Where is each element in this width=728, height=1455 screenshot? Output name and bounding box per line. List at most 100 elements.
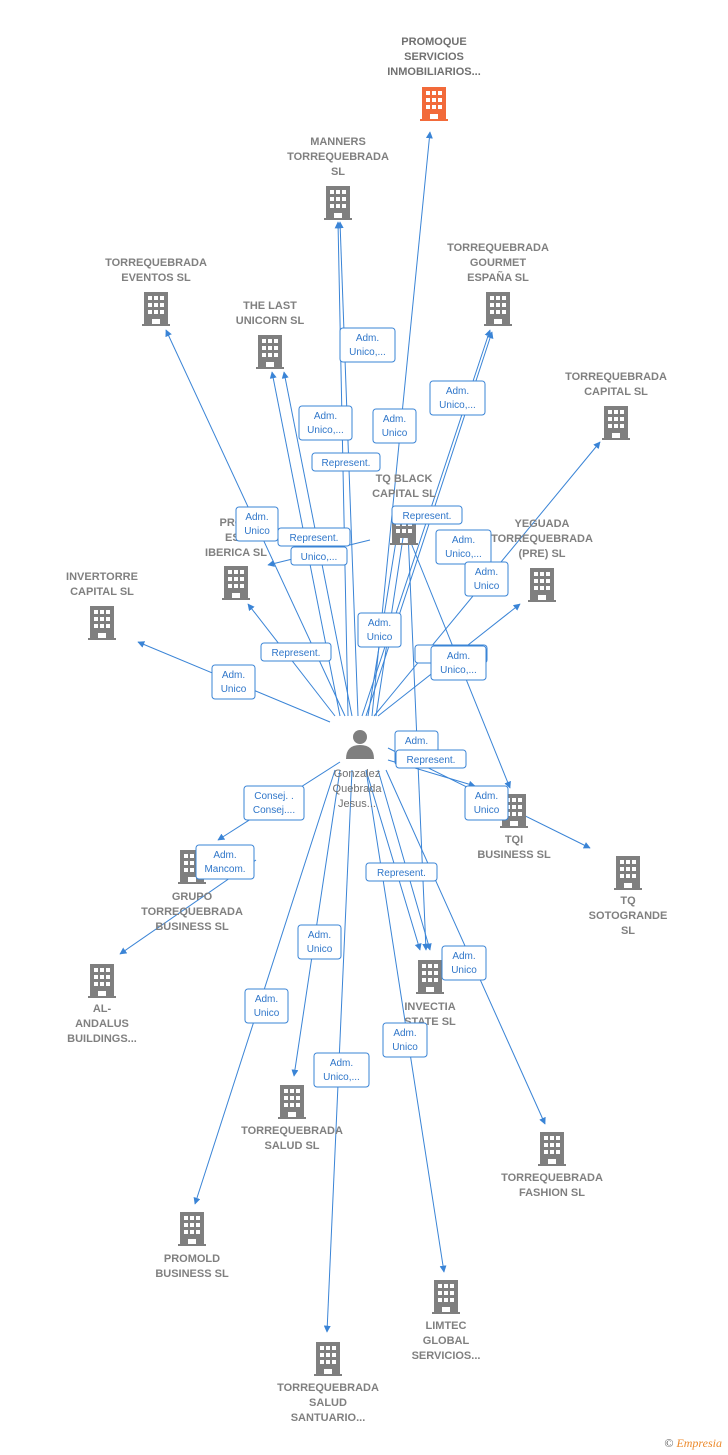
company-label: CAPITAL SL — [372, 488, 436, 500]
company-label: UNICORN SL — [236, 315, 305, 327]
company-label: GOURMET — [470, 257, 527, 269]
relation-label-text: Adm. — [255, 994, 278, 1005]
relation-label-box[interactable]: Adm.Unico — [464, 785, 509, 821]
company-node-promold[interactable]: PROMOLD BUSINESS SL — [155, 1212, 229, 1280]
company-node-promoque[interactable]: PROMOQUESERVICIOSINMOBILIARIOS... — [387, 36, 481, 121]
relation-label-text: Unico — [367, 632, 393, 643]
relation-label-box[interactable]: Adm.Unico — [464, 561, 509, 597]
relation-label-box[interactable]: Adm.Unico — [357, 612, 402, 648]
relation-label-text: Adm. — [475, 567, 498, 578]
relation-label-box[interactable]: Represent. — [277, 527, 351, 547]
company-node-limtec[interactable]: LIMTECGLOBALSERVICIOS... — [412, 1280, 481, 1362]
relation-label-text: Represent. — [272, 648, 321, 659]
relation-boxes-layer: Adm. Unico,... Adm. Unico,... Adm. Unico,... A… — [195, 327, 509, 1088]
company-label: INVERTORRE — [66, 571, 138, 583]
company-node-fashion[interactable]: TORREQUEBRADA FASHION SL — [501, 1132, 603, 1199]
relation-label-box[interactable]: Adm. Unico — [441, 945, 487, 981]
company-label: TQI — [505, 834, 523, 846]
relation-label-text: Adm. — [308, 930, 331, 941]
relation-label-text: Consej. . — [254, 791, 293, 802]
company-node-alandalus[interactable]: AL-ANDALUSBUILDINGS... — [67, 964, 137, 1045]
company-label: TORREQUEBRADA — [277, 1382, 379, 1394]
relation-label-box[interactable]: Unico,... — [290, 546, 348, 566]
building-icon — [420, 87, 448, 121]
relation-label-box[interactable]: Adm.Unico — [382, 1022, 428, 1058]
company-label: INVECTIA — [404, 1001, 455, 1013]
company-label: FASHION SL — [519, 1187, 585, 1199]
relation-label-box[interactable]: Adm.Unico — [211, 664, 256, 700]
relation-label-box[interactable]: Represent. — [365, 862, 438, 882]
relation-label-box[interactable]: Adm.Unico — [372, 408, 417, 444]
relation-label-text: Mancom. — [204, 864, 245, 875]
relation-label-text: Unico,... — [301, 552, 338, 563]
building-icon — [142, 292, 170, 326]
relation-label-text: Represent. — [322, 458, 371, 469]
relation-label-text: Unico,... — [440, 665, 477, 676]
company-label: BUSINESS SL — [155, 1268, 229, 1280]
relation-label-box[interactable]: Adm.Unico — [235, 506, 279, 542]
company-label: BUILDINGS... — [67, 1033, 137, 1045]
relation-label-box[interactable]: Adm.Unico,... — [430, 645, 487, 681]
relation-label-box[interactable]: Represent. — [260, 642, 332, 662]
building-icon — [88, 606, 116, 640]
relation-label-text: Represent. — [407, 755, 456, 766]
company-label: INMOBILIARIOS... — [387, 66, 481, 78]
building-icon — [416, 960, 444, 994]
relation-label-box[interactable]: Adm.Unico,... — [313, 1052, 370, 1088]
relation-label-text: Unico — [451, 965, 477, 976]
relation-label-text: Consej.... — [253, 805, 295, 816]
relation-label-text: Adm. — [452, 951, 475, 962]
relation-label-box[interactable]: Adm.Mancom. — [195, 844, 255, 880]
company-label: SALUD — [309, 1397, 347, 1409]
relation-label-text: Adm. — [222, 670, 245, 681]
company-label: ESPAÑA SL — [467, 271, 529, 284]
relation-label-box[interactable]: Adm.Unico — [297, 924, 342, 960]
company-label: SALUD SL — [265, 1140, 320, 1152]
relation-edge — [291, 769, 341, 1077]
company-label: SANTUARIO... — [291, 1412, 366, 1424]
company-label: MANNERS — [310, 136, 366, 148]
relation-label-box[interactable]: Represent. — [395, 749, 467, 769]
person-body-icon — [346, 745, 374, 759]
relation-label-box[interactable]: Consej. . Consej.... — [243, 785, 305, 821]
relation-label-text: Unico,... — [439, 400, 476, 411]
person-label: Jesus... — [338, 798, 376, 810]
relation-label-text: Unico — [254, 1008, 280, 1019]
relation-edge — [365, 769, 447, 1273]
relation-label-box[interactable]: Adm.Unico,... — [298, 405, 353, 441]
relation-label-box[interactable]: Adm.Unico,... — [339, 327, 396, 363]
company-label: BUSINESS SL — [155, 921, 229, 933]
relation-label-text: Adm. — [356, 333, 379, 344]
person-label: Gonzalez — [334, 768, 380, 780]
company-label: EVENTOS SL — [121, 272, 191, 284]
company-label: AL- — [93, 1003, 112, 1015]
building-icon — [614, 856, 642, 890]
relation-label-box[interactable]: Represent. — [391, 505, 463, 525]
company-label: TQ — [620, 895, 636, 907]
relation-label-text: Represent. — [377, 868, 426, 879]
company-label: TORREQUEBRADA — [501, 1172, 603, 1184]
relation-label-box[interactable]: Represent. — [311, 452, 381, 472]
relation-label-box[interactable]: Adm. Unico — [244, 988, 289, 1024]
company-label: PROMOLD — [164, 1253, 220, 1265]
relation-label-box[interactable]: Adm. Unico,... — [429, 380, 486, 416]
building-icon — [222, 566, 250, 600]
person-node[interactable]: GonzalezQuebradaJesus... — [333, 730, 383, 810]
company-node-santuario[interactable]: TORREQUEBRADA SALUD SANTUARIO... — [277, 1342, 379, 1424]
company-label: SERVICIOS — [404, 51, 464, 63]
relation-label-text: Adm. — [446, 386, 469, 397]
copyright-symbol: © — [664, 1436, 674, 1450]
relation-label-box[interactable]: Adm.Unico,... — [435, 529, 492, 565]
